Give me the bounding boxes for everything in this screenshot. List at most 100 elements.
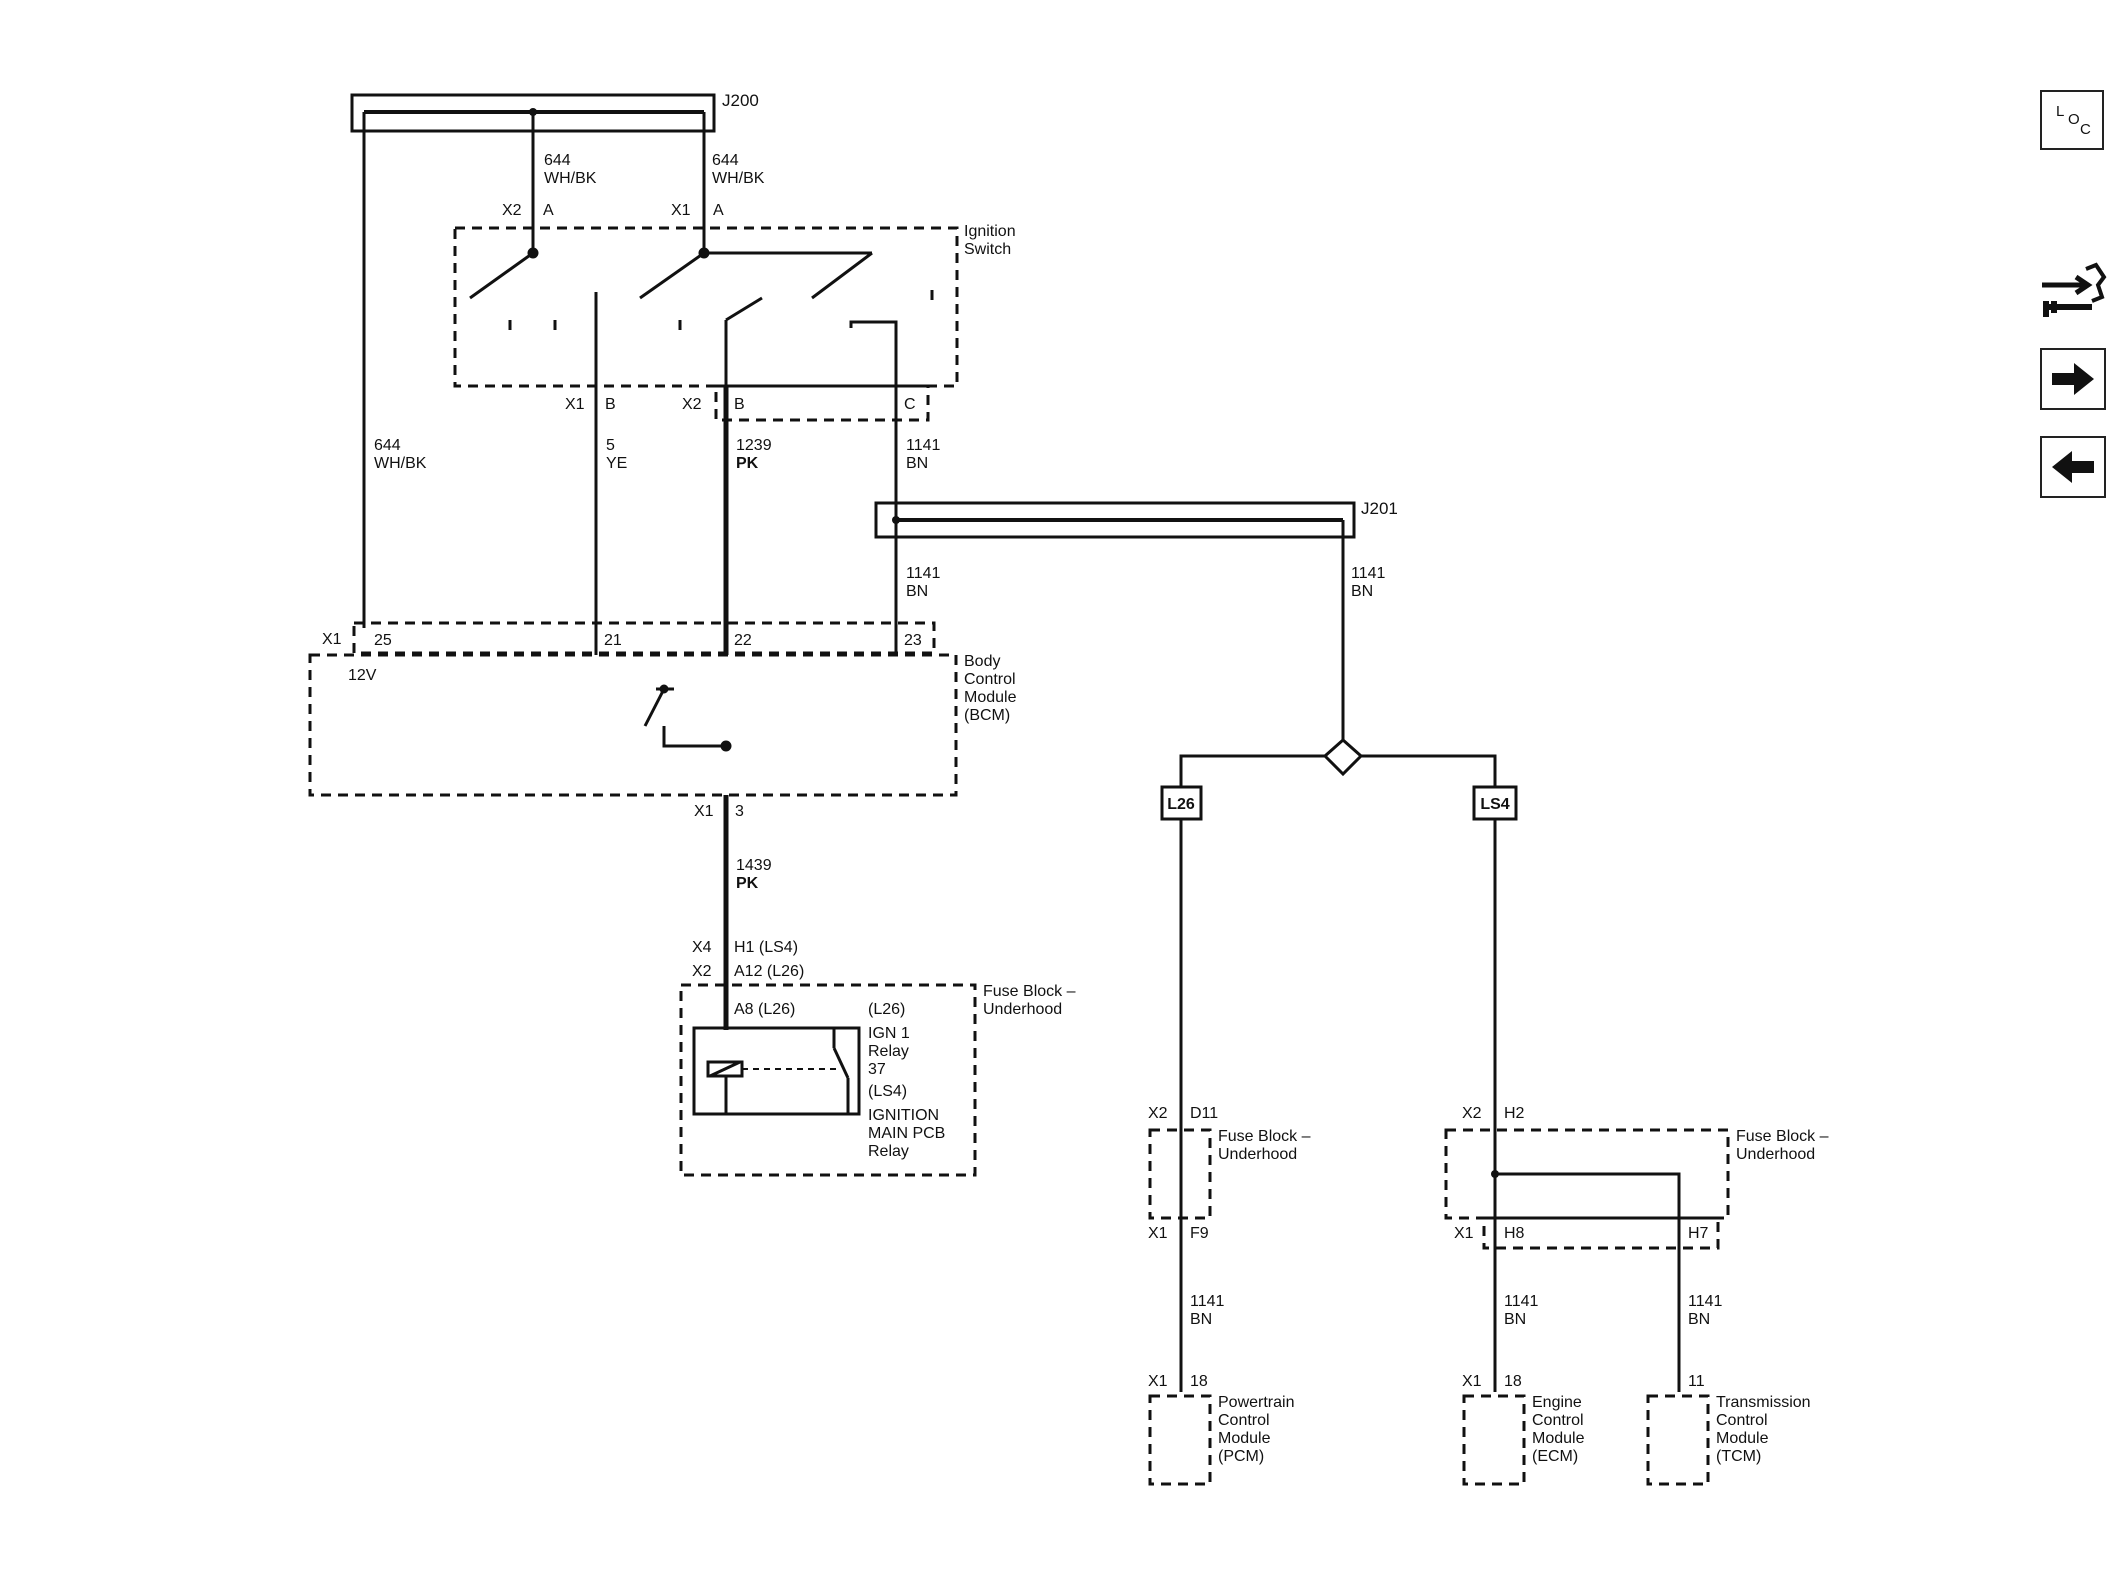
wire-1239-color: PK (736, 455, 759, 472)
pcm-conn: X1 (1148, 1373, 1168, 1390)
wires-mid (594, 386, 898, 655)
ignition-switch-outline (453, 226, 959, 388)
fb-l26-outline (1148, 1128, 1212, 1220)
body-control-module: X1 25 21 22 23 12V Body Control Module (… (308, 621, 1017, 820)
relay-l7: MAIN PCB (868, 1125, 945, 1142)
wire-1141e-circuit: 1141 (1504, 1293, 1539, 1310)
j201-body (874, 501, 1356, 539)
fb-title-1: Fuse Block – (983, 983, 1076, 1000)
pcm-outline (1148, 1394, 1212, 1486)
loc-icon[interactable]: L O C (2040, 90, 2104, 150)
relay-l8: Relay (868, 1143, 909, 1160)
ign-x2-connector (714, 384, 930, 422)
ecm-pin: 18 (1504, 1373, 1522, 1390)
fb-ls4-h7: H7 (1688, 1225, 1709, 1242)
split-right-wire (1361, 754, 1497, 800)
j200-label: J200 (722, 91, 759, 110)
relay-l6: IGNITION (868, 1107, 939, 1124)
ecm-name-4: (ECM) (1532, 1448, 1578, 1465)
ign-out-b2: B (734, 396, 745, 413)
ecm-name-1: Engine (1532, 1394, 1582, 1411)
option-split: L26 LS4 (1160, 737, 1518, 821)
ign-contacts (469, 247, 934, 386)
fb-l26-x1: X1 (1148, 1225, 1168, 1242)
relay-l4: 37 (868, 1061, 886, 1078)
ign-out-b1: B (605, 396, 616, 413)
wire-1141c-color: BN (1351, 583, 1373, 600)
option-ls4-box (1472, 785, 1518, 821)
j201-label: J201 (1361, 499, 1398, 518)
fb-a8: A8 (L26) (734, 1001, 795, 1018)
wire-1141c-circuit: 1141 (1351, 565, 1386, 582)
fb-h1: H1 (LS4) (734, 939, 798, 956)
bcm-name-3: Module (964, 689, 1017, 706)
ecm-name-3: Module (1532, 1430, 1585, 1447)
pcm-name-1: Powertrain (1218, 1394, 1294, 1411)
wire-1141b-circuit: 1141 (906, 565, 941, 582)
relay-body (692, 1026, 861, 1116)
ls4-branch: X2 H2 Fuse Block – Underhood X1 H8 H7 11… (1444, 819, 1829, 1486)
pcm-name-4: (PCM) (1218, 1448, 1264, 1465)
fb-title-2: Underhood (983, 1001, 1062, 1018)
fb-ls4-h2: H2 (1504, 1105, 1525, 1122)
ign-pin-x1: X1 (671, 202, 691, 219)
option-ls4: LS4 (1480, 796, 1509, 813)
connector-wrench-glyph (2042, 262, 2107, 317)
fb-ls4-h8: H8 (1504, 1225, 1525, 1242)
ign-out-x1: X1 (565, 396, 585, 413)
relay-l2: IGN 1 (868, 1025, 910, 1042)
fb-ls4-title-1: Fuse Block – (1736, 1128, 1829, 1145)
pcm-name-3: Module (1218, 1430, 1271, 1447)
pcm-pin: 18 (1190, 1373, 1208, 1390)
wire-1239-circuit: 1239 (736, 437, 772, 454)
tcm-name-4: (TCM) (1716, 1448, 1761, 1465)
fb-ls4-x1: X1 (1454, 1225, 1474, 1242)
tcm-pin: 11 (1688, 1373, 1705, 1390)
loc-letter-c: C (2080, 121, 2091, 138)
l26-branch: X2 D11 Fuse Block – Underhood X1 F9 1141… (1148, 819, 1311, 1486)
connector-wrench-icon[interactable] (2036, 255, 2108, 331)
arrow-left-icon[interactable] (2040, 436, 2106, 498)
ign-out-x2: X2 (682, 396, 702, 413)
wire-1141d-circuit: 1141 (1190, 1293, 1225, 1310)
wire-1439-color: PK (736, 875, 759, 892)
loc-glyph: L O C (2056, 103, 2091, 138)
wire-644c-circuit: 644 (374, 437, 401, 454)
fb-l26-d11: D11 (1190, 1105, 1218, 1122)
ecm-conn: X1 (1462, 1373, 1482, 1390)
ign-out-c: C (904, 396, 916, 413)
bcm-out-pin: 3 (735, 803, 744, 820)
tcm-name-1: Transmission (1716, 1394, 1811, 1411)
fb-a12: A12 (L26) (734, 963, 804, 980)
j201-node (892, 516, 900, 524)
wires-top (362, 112, 706, 628)
option-l26: L26 (1167, 796, 1195, 813)
bcm-voltage: 12V (348, 667, 377, 684)
bcm-outline (308, 653, 958, 797)
option-diamond (1322, 737, 1364, 777)
relay-l5: (LS4) (868, 1083, 907, 1100)
relay-l1: (L26) (868, 1001, 905, 1018)
fb-ls4-title-2: Underhood (1736, 1146, 1815, 1163)
j201-splice: J201 (874, 499, 1398, 740)
arrow-right-icon[interactable] (2040, 348, 2106, 410)
wire-1141e-color: BN (1504, 1311, 1526, 1328)
ign-name-1: Ignition (964, 223, 1016, 240)
arrow-left-glyph (2052, 451, 2094, 483)
wire-5-circuit: 5 (606, 437, 615, 454)
relay-l3: Relay (868, 1043, 909, 1060)
bcm-p22: 22 (734, 632, 752, 649)
ign-pin-a2: A (713, 202, 724, 219)
ign-pin-a1: A (543, 202, 554, 219)
wire-1141a-color: BN (906, 455, 928, 472)
wire-1141d-color: BN (1190, 1311, 1212, 1328)
bcm-out-conn: X1 (694, 803, 714, 820)
fb-ls4-x2: X2 (1462, 1105, 1482, 1122)
wire-644c-color: WH/BK (374, 455, 427, 472)
ign-name-2: Switch (964, 241, 1011, 258)
fb-x2: X2 (692, 963, 712, 980)
j200-splice: J200 (350, 91, 759, 133)
fb-l26-title-2: Underhood (1218, 1146, 1297, 1163)
